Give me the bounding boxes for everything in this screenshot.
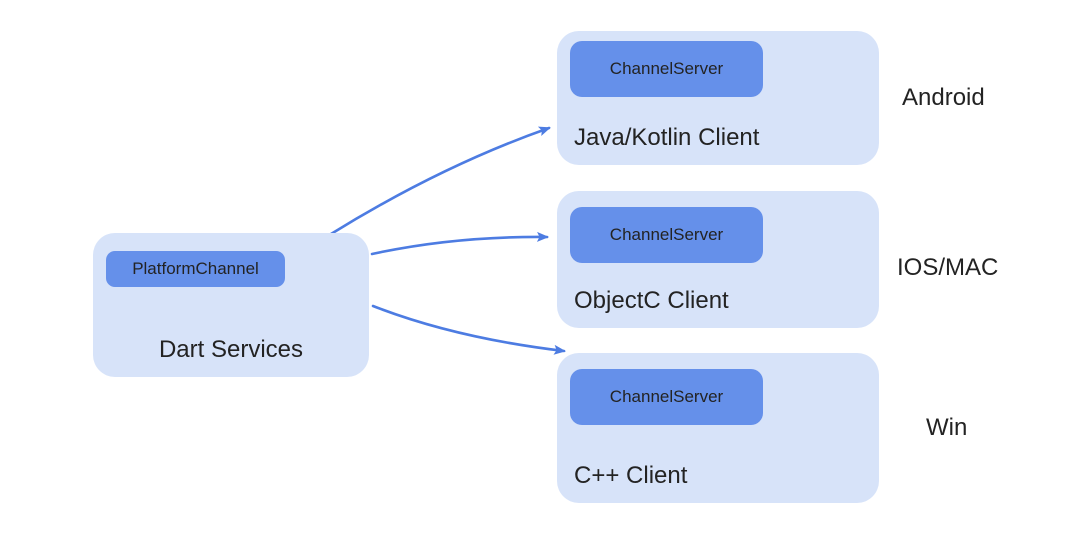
channel-server-badge: ChannelServer — [570, 207, 763, 263]
objectc-client-title: ObjectC Client — [574, 287, 729, 314]
node-dart-services: PlatformChannel Dart Services — [93, 233, 369, 377]
arrow-dart-to-cpp — [371, 304, 566, 355]
platform-label-ios-mac: IOS/MAC — [897, 254, 999, 281]
node-java-kotlin-client: ChannelServer Java/Kotlin Client — [557, 31, 879, 165]
channel-server-badge: ChannelServer — [570, 369, 763, 425]
channel-server-badge: ChannelServer — [570, 41, 763, 97]
platform-label-android: Android — [902, 84, 985, 111]
node-cpp-client: ChannelServer C++ Client — [557, 353, 879, 503]
cpp-client-title: C++ Client — [574, 462, 688, 489]
java-kotlin-client-title: Java/Kotlin Client — [574, 124, 760, 151]
platform-channel-badge-label: PlatformChannel — [132, 259, 259, 278]
channel-server-badge-label: ChannelServer — [609, 387, 724, 406]
arrow-dart-to-objectc — [370, 231, 549, 256]
arrow-dart-to-java-kotlin — [329, 126, 551, 236]
platform-label-win: Win — [926, 414, 968, 441]
channel-server-badge-label: ChannelServer — [609, 225, 724, 244]
dart-services-title: Dart Services — [158, 336, 304, 363]
channel-server-badge-label: ChannelServer — [609, 59, 724, 78]
platform-channel-badge: PlatformChannel — [106, 251, 285, 287]
node-objectc-client: ChannelServer ObjectC Client — [557, 191, 879, 328]
